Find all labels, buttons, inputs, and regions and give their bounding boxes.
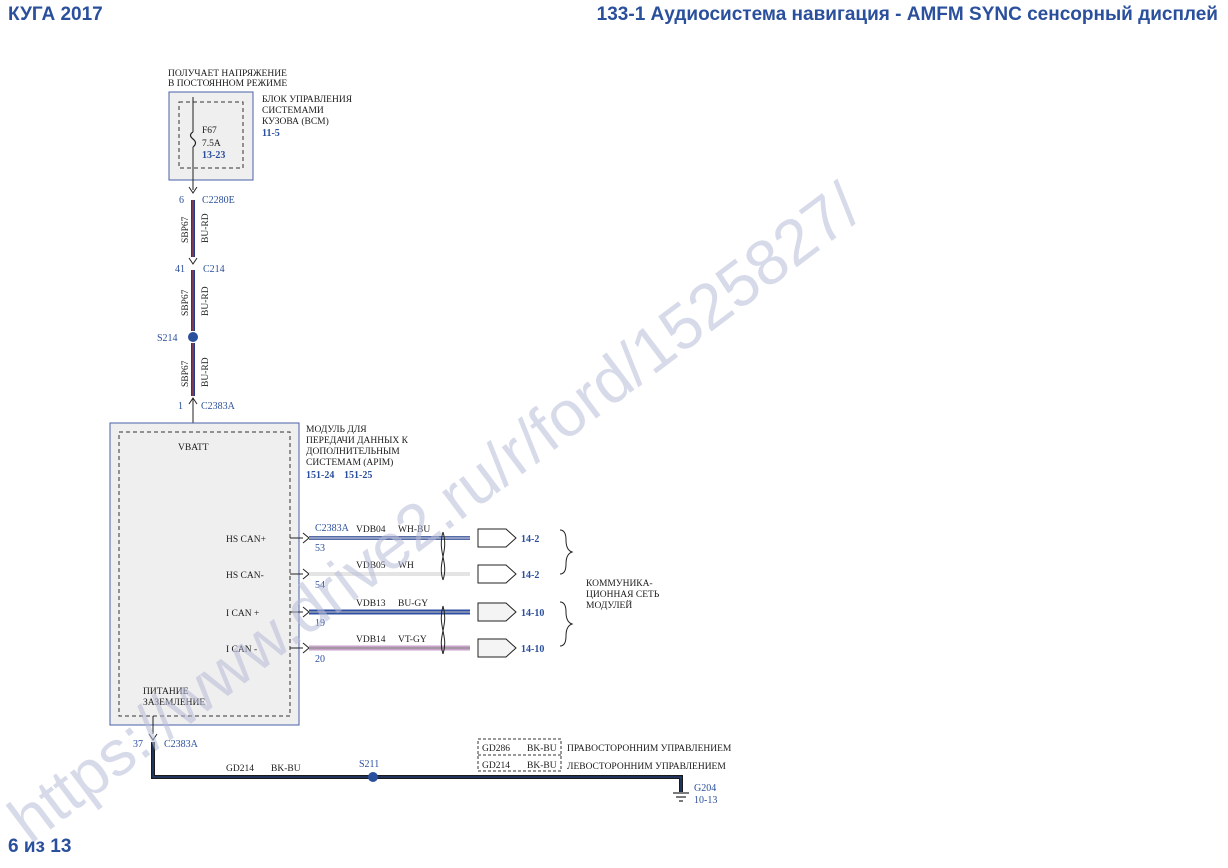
- lhd-text: ЛЕВОСТОРОННИМ УПРАВЛЕНИЕМ: [567, 762, 726, 772]
- bcm-note-line1: ПОЛУЧАЕТ НАПРЯЖЕНИЕ: [168, 69, 287, 79]
- bcm-fuse-box-inner: [178, 101, 244, 169]
- rhd-color: BK-BU: [527, 744, 557, 754]
- rhd-circuit: GD286: [482, 744, 510, 754]
- apim-ground-line2: ЗАЗЕМЛЕНИЕ: [143, 698, 205, 708]
- can-pin-number: 20: [315, 654, 325, 665]
- lhd-color: BK-BU: [527, 761, 557, 771]
- can-pin-number: 19: [315, 618, 325, 629]
- apim-ground-line1: ПИТАНИЕ: [143, 687, 189, 697]
- bcm-name-line2: СИСТЕМАМИ: [262, 106, 324, 116]
- can-ref: 14-2: [521, 570, 539, 581]
- can-color: WH-BU: [398, 525, 430, 535]
- bcm-name-line1: БЛОК УПРАВЛЕНИЯ: [262, 95, 353, 105]
- can-continuation-arrow: [477, 602, 517, 622]
- connector-c214-symbol: [188, 257, 198, 265]
- wire-seg2-color: BU-RD: [201, 286, 211, 316]
- can-pin-label: I CAN -: [226, 645, 257, 655]
- connector-c2280e-pin: 6: [179, 195, 184, 206]
- network-label-line2: ЦИОННАЯ СЕТЬ: [586, 590, 660, 600]
- connector-c2383a-ground-symbol: [148, 733, 158, 741]
- can-ref: 14-10: [521, 644, 544, 655]
- header-vehicle-title: КУГА 2017: [8, 4, 103, 25]
- bcm-ref: 11-5: [262, 128, 280, 139]
- ground-point-label: G204: [694, 783, 716, 794]
- fuse-rating: 7.5A: [202, 139, 221, 149]
- can-continuation-arrow: [477, 528, 517, 548]
- ground-wire-gd214-stripe: [152, 742, 682, 792]
- can-circuit: VDB13: [356, 599, 386, 609]
- bcm-module-box: [168, 91, 254, 181]
- can-line-i-can-minus: I CAN - 20 VDB14 VT-GY 14-10: [226, 635, 544, 665]
- apim-module-box: [109, 422, 300, 726]
- can-ref: 14-10: [521, 608, 544, 619]
- apim-name-line4: СИСТЕМАМ (APIM): [306, 457, 393, 468]
- twisted-pair-hs-can-symbol: [440, 531, 446, 581]
- apim-name-line2: ПЕРЕДАЧИ ДАННЫХ К: [306, 436, 409, 446]
- brace-hs-can: [559, 529, 574, 575]
- brace-i-can: [559, 601, 574, 647]
- can-color: VT-GY: [398, 635, 427, 645]
- can-pin-label: HS CAN+: [226, 535, 266, 545]
- wire-seg1-circuit: SBP67: [181, 216, 191, 243]
- connector-c2383a-vbatt-label: C2383A: [201, 401, 236, 412]
- can-circuit: VDB04: [356, 525, 386, 535]
- lhd-circuit: GD214: [482, 761, 510, 771]
- splice-s211-label: S211: [359, 759, 379, 770]
- twisted-pair-i-can-symbol: [440, 605, 446, 655]
- fuse-id: F67: [202, 126, 217, 136]
- network-label-line3: МОДУЛЕЙ: [586, 599, 632, 611]
- can-color: BU-GY: [398, 599, 428, 609]
- ground-circuit: GD214: [226, 764, 254, 774]
- can-line-hs-can-plus: HS CAN+ 53 VDB04 WH-BU 14-2: [226, 525, 539, 554]
- page-number: 6 из 13: [8, 836, 72, 857]
- connector-c2280e-label: C2280E: [202, 195, 235, 206]
- can-connector-symbol: [302, 532, 310, 544]
- wire-seg3-circuit: SBP67: [181, 360, 191, 387]
- wire-seg3-color: BU-RD: [201, 357, 211, 387]
- can-continuation-arrow: [477, 564, 517, 584]
- splice-s211: [368, 772, 378, 782]
- connector-c214-label: C214: [203, 264, 225, 275]
- can-pin-number: 54: [315, 580, 325, 591]
- fuse-f67-symbol: [189, 131, 197, 148]
- splice-s214: [188, 332, 198, 342]
- fuse-ref: 13-23: [202, 150, 225, 161]
- apim-ref-2: 151-25: [344, 470, 372, 481]
- can-circuit: VDB05: [356, 561, 386, 571]
- rhd-text: ПРАВОСТОРОННИМ УПРАВЛЕНИЕМ: [567, 744, 732, 754]
- can-circuit: VDB14: [356, 635, 386, 645]
- splice-s214-label: S214: [157, 333, 178, 344]
- apim-name-line1: МОДУЛЬ ДЛЯ: [306, 425, 367, 435]
- ground-wire-color: BK-BU: [271, 764, 301, 774]
- apim-module-inner: [118, 431, 291, 717]
- apim-ref-1: 151-24: [306, 470, 334, 481]
- apim-vbatt-label: VBATT: [178, 443, 209, 453]
- can-connector-label: C2383A: [315, 523, 350, 534]
- wire-seg2-circuit: SBP67: [181, 289, 191, 316]
- apim-name-line3: ДОПОЛНИТЕЛЬНЫМ: [306, 447, 400, 457]
- can-continuation-arrow: [477, 638, 517, 658]
- can-line-hs-can-minus: HS CAN- 54 VDB05 WH 14-2: [226, 561, 539, 591]
- network-label-line1: КОММУНИКА-: [586, 579, 653, 589]
- can-line-i-can-plus: I CAN + 19 VDB13 BU-GY 14-10: [226, 599, 544, 629]
- connector-c2383a-vbatt-pin: 1: [178, 401, 183, 412]
- bcm-name-line3: КУЗОВА (BCM): [262, 116, 329, 127]
- connector-c2280e-symbol: [188, 186, 198, 194]
- wire-seg1-color: BU-RD: [201, 213, 211, 243]
- ground-connector-pin: 37: [133, 739, 143, 750]
- can-pin-label: HS CAN-: [226, 571, 264, 581]
- can-ref: 14-2: [521, 534, 539, 545]
- drive-side-option-box: [477, 738, 562, 772]
- can-color: WH: [398, 561, 414, 571]
- ground-point-ref: 10-13: [694, 795, 717, 806]
- can-pin-number: 53: [315, 543, 325, 554]
- ground-connector-label: C2383A: [164, 739, 199, 750]
- connector-c214-pin: 41: [175, 264, 185, 275]
- can-pin-label: I CAN +: [226, 609, 259, 619]
- header-diagram-title: 133-1 Аудиосистема навигация - AMFM SYNC…: [596, 4, 1218, 25]
- bcm-note-line2: В ПОСТОЯННОМ РЕЖИМЕ: [168, 79, 287, 89]
